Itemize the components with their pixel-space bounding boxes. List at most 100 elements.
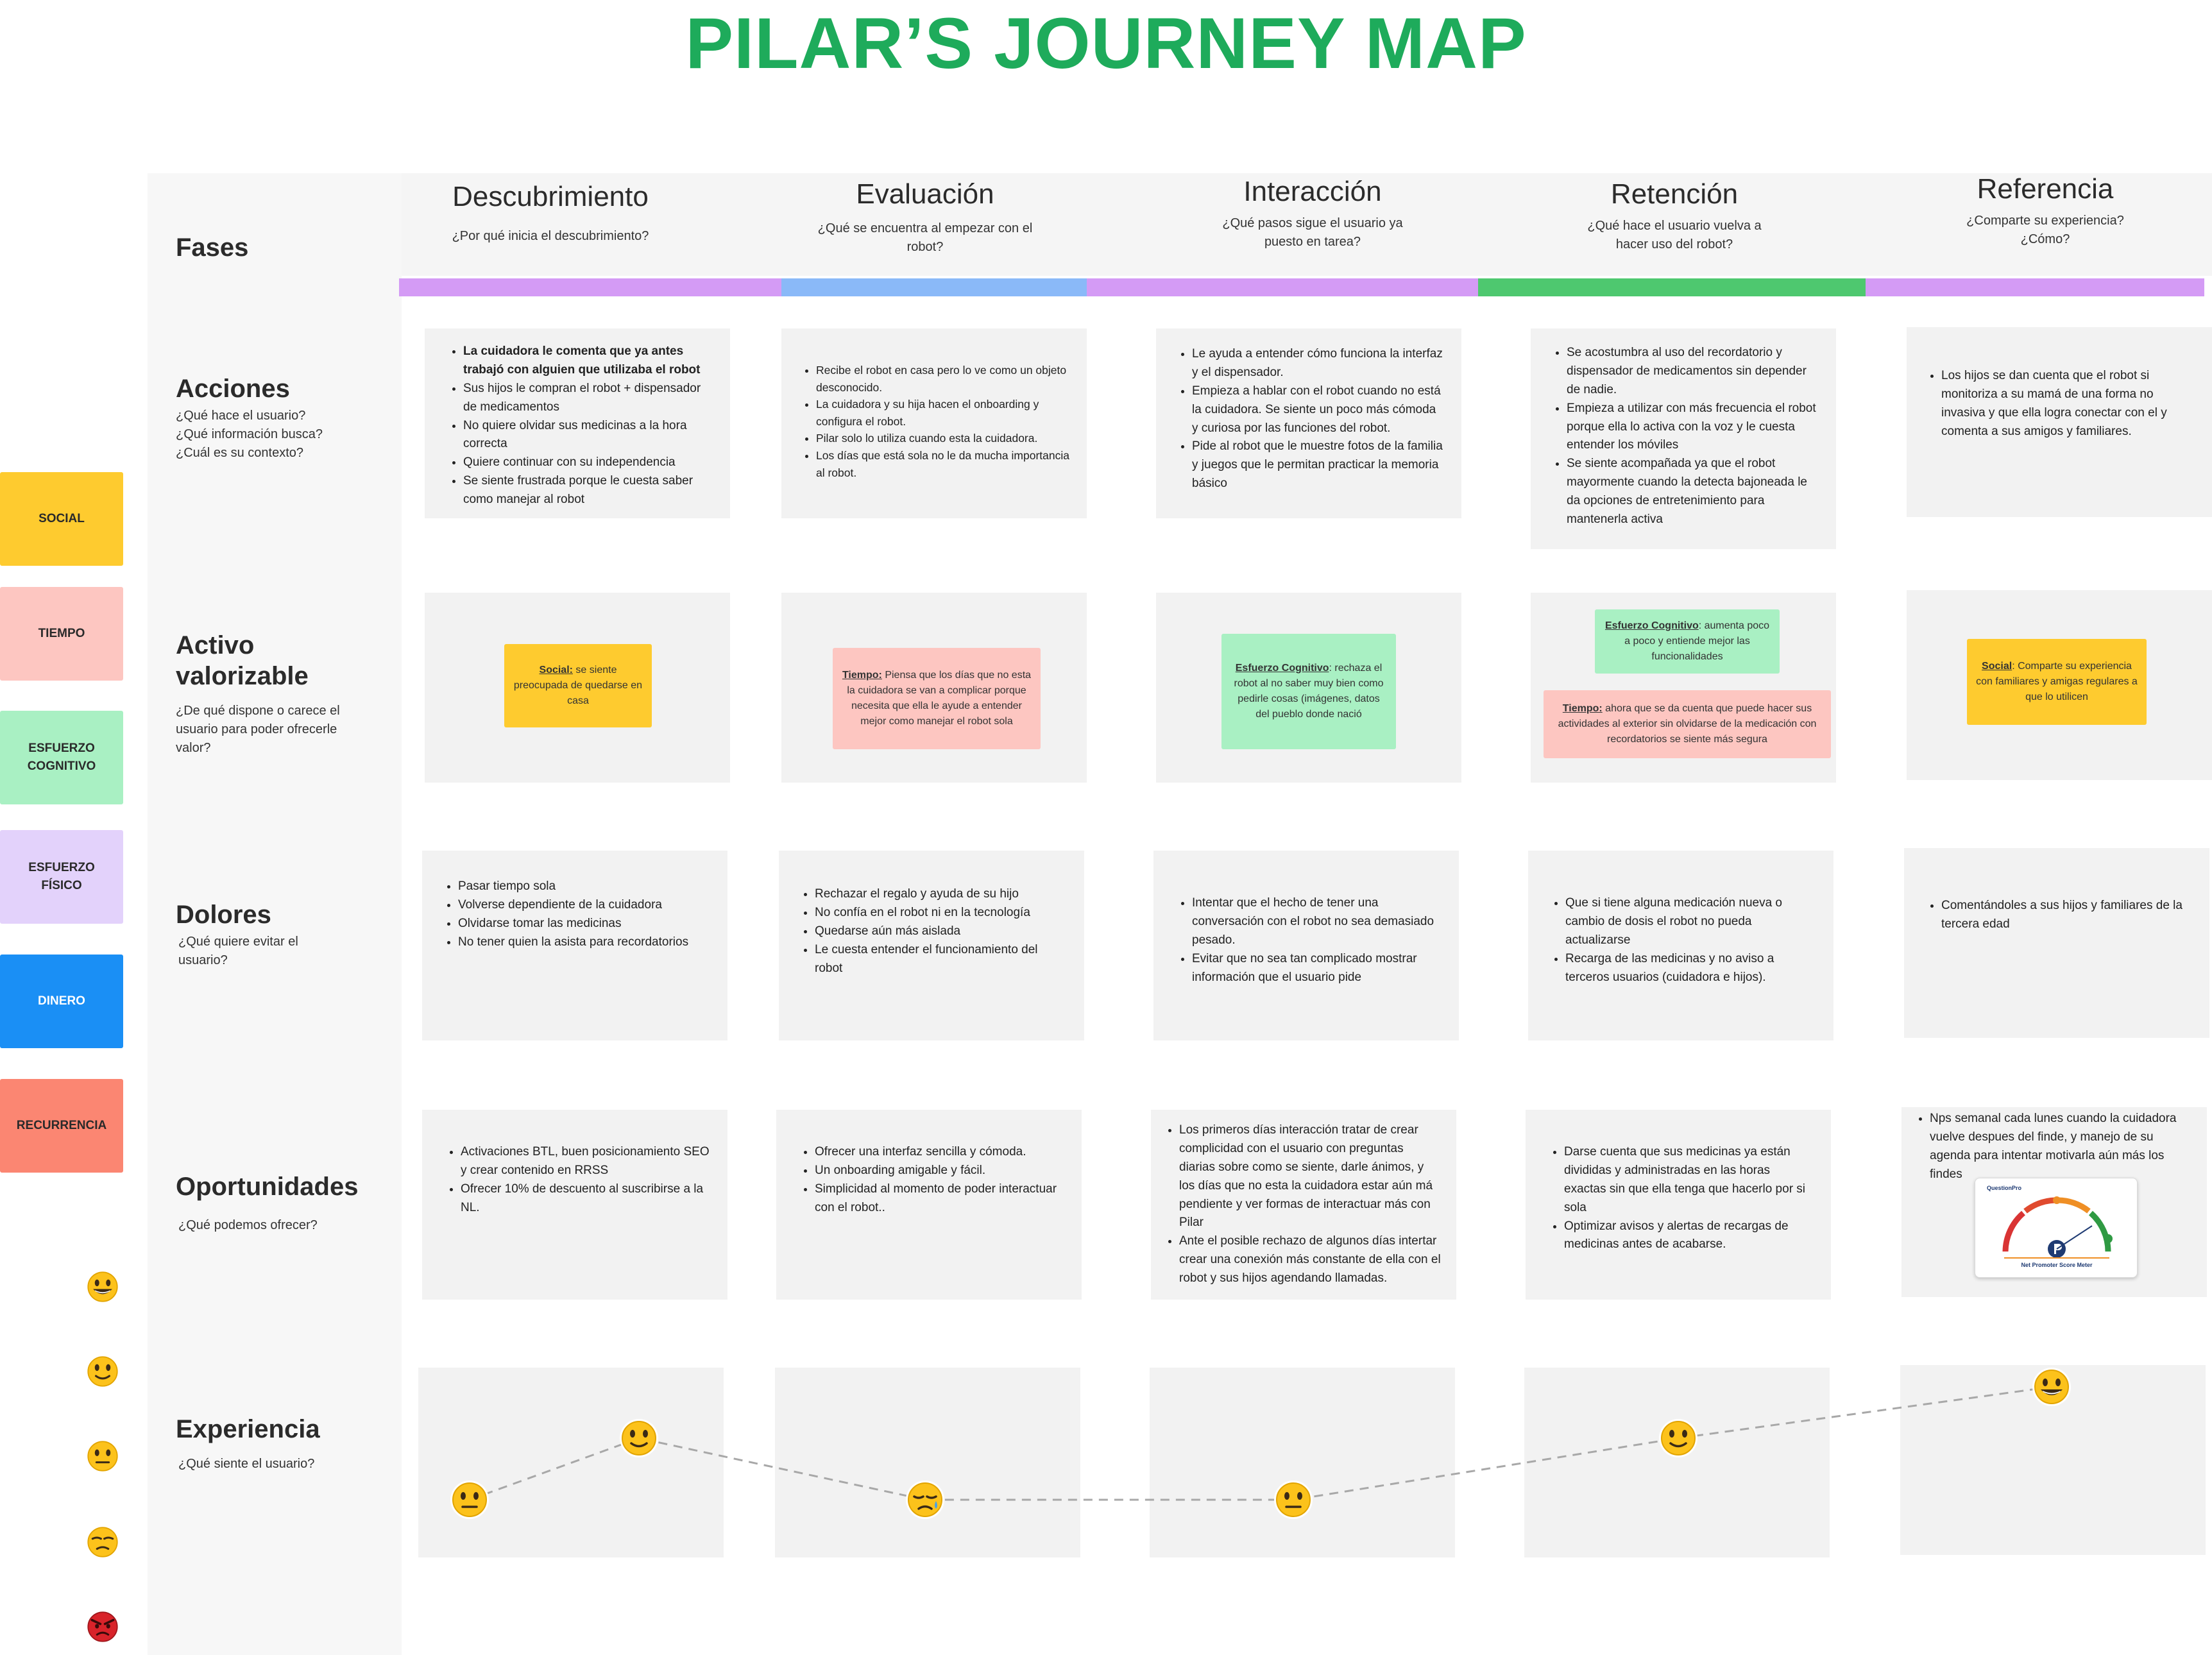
experiencia-card-descubrimiento: [418, 1368, 724, 1557]
experience-grinning-face-icon: [2031, 1366, 2072, 1407]
list-item: Ofrecer una interfaz sencilla y cómoda.: [815, 1143, 1065, 1162]
phase-question: ¿Qué hace el usuario vuelva a hacer uso …: [1587, 219, 1762, 251]
legend-esfuerzo-fisico: ESFUERZO FÍSICO: [0, 830, 123, 924]
sticky-body: se siente preocupada de quedarse en casa: [513, 665, 643, 706]
grinning-face-icon: [85, 1269, 121, 1305]
sticky-note-esfuerzo-cognitivo: Esfuerzo Cognitivo: aumenta poco a poco …: [1595, 609, 1780, 674]
activo-card-interaccion: Esfuerzo Cognitivo: rechaza el robot al …: [1156, 593, 1461, 783]
list-item: Quedarse aún más aislada: [815, 922, 1068, 941]
list-item: La cuidadora y su hija hacen el onboardi…: [816, 396, 1070, 430]
list-item: Rechazar el regalo y ayuda de su hijo: [815, 885, 1068, 904]
acciones-card-interaccion: Le ayuda a entender cómo funciona la int…: [1156, 328, 1461, 518]
row-subtitle-line: ¿Qué información busca?: [176, 427, 323, 441]
sticky-label: Esfuerzo Cognitivo: [1235, 663, 1329, 674]
row-subtitle-activo: ¿De qué dispone o carece el usuario para…: [176, 704, 340, 755]
sticky-label: Tiempo:: [842, 670, 882, 681]
list-item: Comentándoles a sus hijos y familiares d…: [1941, 897, 2194, 934]
sticky-text: Tiempo: ahora que se da cuenta que puede…: [1553, 701, 1822, 747]
legend-label: ESFUERZO FÍSICO: [28, 861, 95, 892]
acciones-card-retencion: Se acostumbra al uso del recordatorio y …: [1531, 328, 1836, 549]
unamused-face-icon: [85, 1524, 121, 1560]
list-item: No quiere olvidar sus medicinas a la hor…: [463, 417, 711, 454]
row-subtitle-dolores: ¿Qué quiere evitar el usuario?: [178, 935, 298, 967]
sticky-body: ahora que se da cuenta que puede hacer s…: [1558, 703, 1817, 745]
sticky-label: Esfuerzo Cognitivo: [1604, 620, 1699, 631]
phase-name-descubrimiento: Descubrimiento: [452, 181, 649, 212]
list-item: Optimizar avisos y alertas de recargas d…: [1564, 1218, 1814, 1255]
row-subtitle-line: ¿Qué hace el usuario?: [176, 409, 306, 423]
list-item: Empieza a hablar con el robot cuando no …: [1192, 382, 1445, 438]
experience-sad-face-icon: [905, 1479, 946, 1520]
legend-recurrencia: RECURRENCIA: [0, 1079, 123, 1173]
activo-card-retencion: Esfuerzo Cognitivo: aumenta poco a poco …: [1531, 593, 1836, 783]
list-item: Los primeros días interacción tratar de …: [1179, 1121, 1442, 1232]
list-item: Recibe el robot en casa pero lo ve como …: [816, 362, 1070, 396]
phase-name-interaccion: Interacción: [1243, 176, 1382, 207]
sticky-text: Esfuerzo Cognitivo: rechaza el robot al …: [1230, 661, 1387, 722]
sticky-note-social: Social: Comparte su experiencia con fami…: [1967, 639, 2147, 725]
phase-question: ¿Qué se encuentra al empezar con el robo…: [817, 221, 1033, 254]
dolores-card-evaluacion: Rechazar el regalo y ayuda de su hijo No…: [779, 851, 1084, 1040]
nps-meter-image: QuestionPro Net Promoter Score Meter: [1975, 1178, 2138, 1278]
acciones-card-referencia: Los hijos se dan cuenta que el robot si …: [1907, 327, 2212, 517]
phase-bar-evaluacion: [781, 278, 1087, 296]
experiencia-card-evaluacion: [775, 1368, 1080, 1557]
dolores-card-retencion: Que si tiene alguna medicación nueva o c…: [1528, 851, 1833, 1040]
activo-card-referencia: Social: Comparte su experiencia con fami…: [1907, 590, 2212, 780]
sticky-body: : aumenta poco a poco y entiende mejor l…: [1624, 620, 1770, 662]
sticky-text: Esfuerzo Cognitivo: aumenta poco a poco …: [1604, 618, 1771, 665]
neutral-face-icon: [85, 1438, 121, 1474]
legend-esfuerzo-cognitivo: ESFUERZO COGNITIVO: [0, 711, 123, 804]
sticky-body: : rechaza el robot al no saber muy bien …: [1234, 663, 1384, 720]
row-title-fases: Fases: [176, 233, 249, 262]
acciones-card-descubrimiento: La cuidadora le comenta que ya antes tra…: [425, 328, 730, 518]
experience-slightly-smiling-face-icon: [1658, 1418, 1699, 1459]
phase-name-referencia: Referencia: [1977, 173, 2114, 205]
list-item: Recarga de las medicinas y no aviso a te…: [1565, 950, 1817, 987]
list-item: Un onboarding amigable y fácil.: [815, 1162, 1065, 1180]
list-item: Pide al robot que le muestre fotos de la…: [1192, 437, 1445, 493]
dolores-card-descubrimiento: Pasar tiempo sola Volverse dependiente d…: [422, 851, 727, 1040]
list-item: Le cuesta entender el funcionamiento del…: [815, 941, 1068, 978]
phase-name-retencion: Retención: [1610, 178, 1739, 210]
phase-bar-descubrimiento: [399, 278, 781, 296]
list-item: Los días que está sola no le da mucha im…: [816, 447, 1070, 481]
row-subtitle-line: ¿Cuál es su contexto?: [176, 446, 303, 460]
acciones-card-evaluacion: Recibe el robot en casa pero lo ve como …: [781, 328, 1087, 518]
row-subtitle-experiencia: ¿Qué siente el usuario?: [178, 1457, 315, 1471]
gauge-icon: [2002, 1196, 2113, 1259]
angry-face-icon: [85, 1609, 121, 1645]
sticky-note-tiempo: Tiempo: ahora que se da cuenta que puede…: [1544, 690, 1831, 758]
row-title-acciones: Acciones: [176, 375, 290, 403]
phases-header: [402, 173, 2212, 276]
list-item: Intentar que el hecho de tener una conve…: [1192, 894, 1442, 950]
legend-social: SOCIAL: [0, 472, 123, 566]
list-item: Olvidarse tomar las medicinas: [458, 915, 712, 933]
list-item: Evitar que no sea tan complicado mostrar…: [1192, 950, 1442, 987]
experiencia-card-retencion: [1524, 1368, 1830, 1557]
sticky-text: Social: se siente preocupada de quedarse…: [513, 663, 643, 709]
list-item: Ofrecer 10% de descuento al suscribirse …: [461, 1180, 711, 1218]
list-item: Los hijos se dan cuenta que el robot si …: [1941, 367, 2197, 441]
activo-card-evaluacion: Tiempo: Piensa que los días que no esta …: [781, 593, 1087, 783]
oportunidades-card-retencion: Darse cuenta que sus medicinas ya están …: [1526, 1110, 1831, 1300]
dolores-card-referencia: Comentándoles a sus hijos y familiares d…: [1904, 848, 2209, 1038]
list-item: No confía en el robot ni en la tecnologí…: [815, 904, 1068, 922]
phase-bar-referencia: [1866, 278, 2204, 296]
row-title-oportunidades: Oportunidades: [176, 1173, 359, 1201]
list-item: No tener quien la asista para recordator…: [458, 933, 712, 952]
sticky-body: Piensa que los días que no esta la cuida…: [847, 670, 1032, 727]
list-item: Volverse dependiente de la cuidadora: [458, 896, 712, 915]
list-item: Sus hijos le compran el robot + dispensa…: [463, 380, 711, 417]
row-title-activo-valorizable: Activo valorizable: [176, 631, 309, 690]
list-item: Ante el posible rechazo de algunos días …: [1179, 1232, 1442, 1288]
sticky-note-esfuerzo-cognitivo: Esfuerzo Cognitivo: rechaza el robot al …: [1221, 634, 1396, 749]
list-item: Se siente frustrada porque le cuesta sab…: [463, 472, 711, 509]
legend-dinero: DINERO: [0, 955, 123, 1048]
journey-map-title: PILAR’S JOURNEY MAP: [685, 3, 1527, 83]
list-item: Quiere continuar con su independencia: [463, 454, 711, 472]
legend-label: ESFUERZO COGNITIVO: [27, 742, 96, 773]
sticky-text: Tiempo: Piensa que los días que no esta …: [842, 668, 1032, 729]
experience-slightly-smiling-face-icon: [618, 1418, 659, 1459]
list-item: Que si tiene alguna medicación nueva o c…: [1565, 894, 1817, 950]
